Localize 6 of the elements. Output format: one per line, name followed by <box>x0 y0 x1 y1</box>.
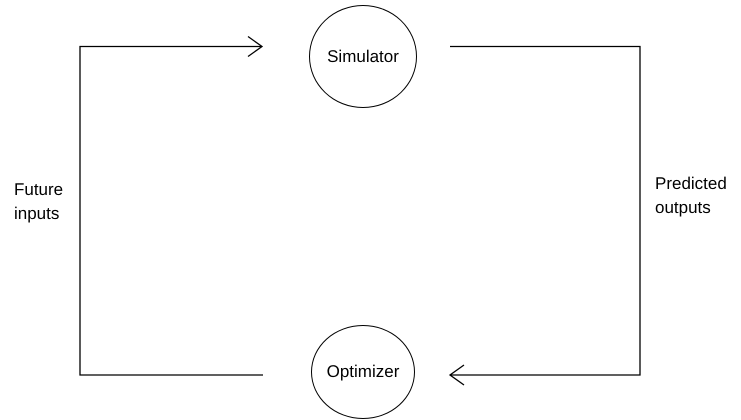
edge-label: Future inputs <box>14 179 64 225</box>
node-label: Optimizer <box>326 361 400 384</box>
node-label: Simulator <box>327 46 399 68</box>
edge-label: Predicted outputs <box>655 173 728 219</box>
arrow <box>79 36 263 376</box>
arrow <box>449 46 641 386</box>
